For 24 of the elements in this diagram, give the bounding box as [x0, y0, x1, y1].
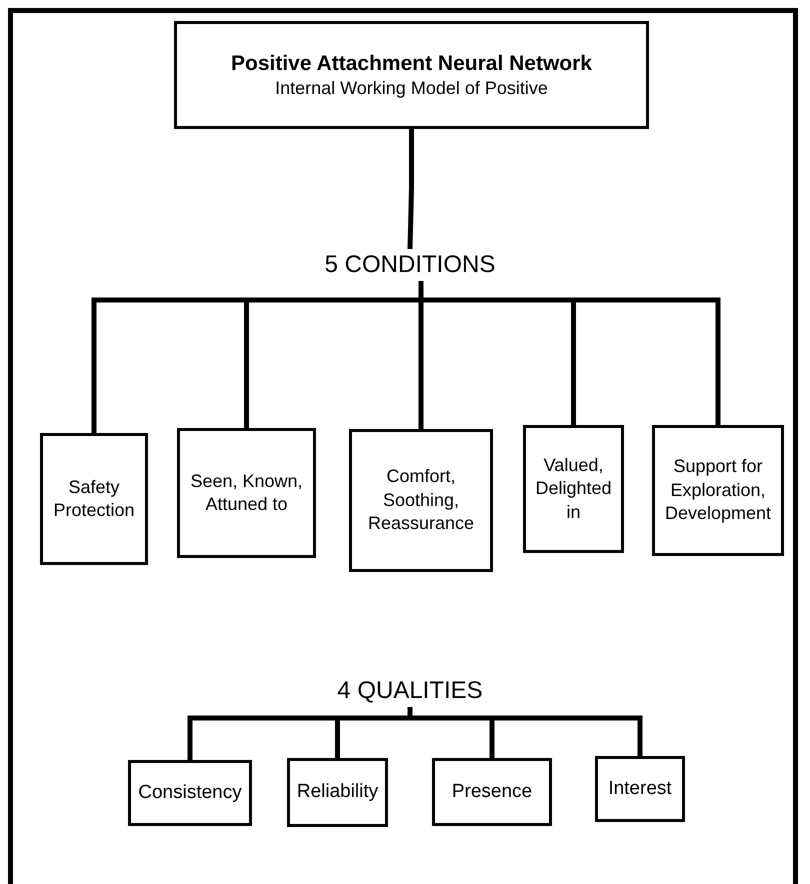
- condition-box: [40, 433, 148, 565]
- title-text: Positive Attachment Neural Network: [231, 50, 592, 77]
- condition-box: [652, 425, 784, 556]
- subtitle-text: Internal Working Model of Positive: [275, 76, 548, 100]
- node-label: Comfort, Soothing, Reassurance: [366, 465, 476, 536]
- condition-box: [177, 428, 316, 558]
- node-label: Support for Exploration, Development: [664, 455, 772, 526]
- condition-box: [128, 760, 252, 826]
- condition-box: [523, 425, 624, 553]
- node-label: Seen, Known, Attuned to: [189, 470, 304, 516]
- node-label: Safety Protection: [52, 476, 136, 522]
- node-label: Interest: [608, 776, 672, 801]
- connector-line: [408, 129, 414, 250]
- node-label: 5 CONDITIONS: [324, 250, 496, 280]
- condition-box: [287, 758, 388, 827]
- node-label: Reliability: [296, 780, 378, 804]
- node-label: 4 QUALITIES: [337, 676, 483, 706]
- node-label: Presence: [452, 780, 532, 804]
- title-box: [174, 21, 649, 129]
- condition-box: [595, 756, 685, 822]
- node-label: Valued, Delighted in: [534, 454, 613, 524]
- condition-box: [349, 429, 493, 572]
- condition-box: [432, 758, 552, 826]
- node-label: Consistency: [138, 780, 242, 805]
